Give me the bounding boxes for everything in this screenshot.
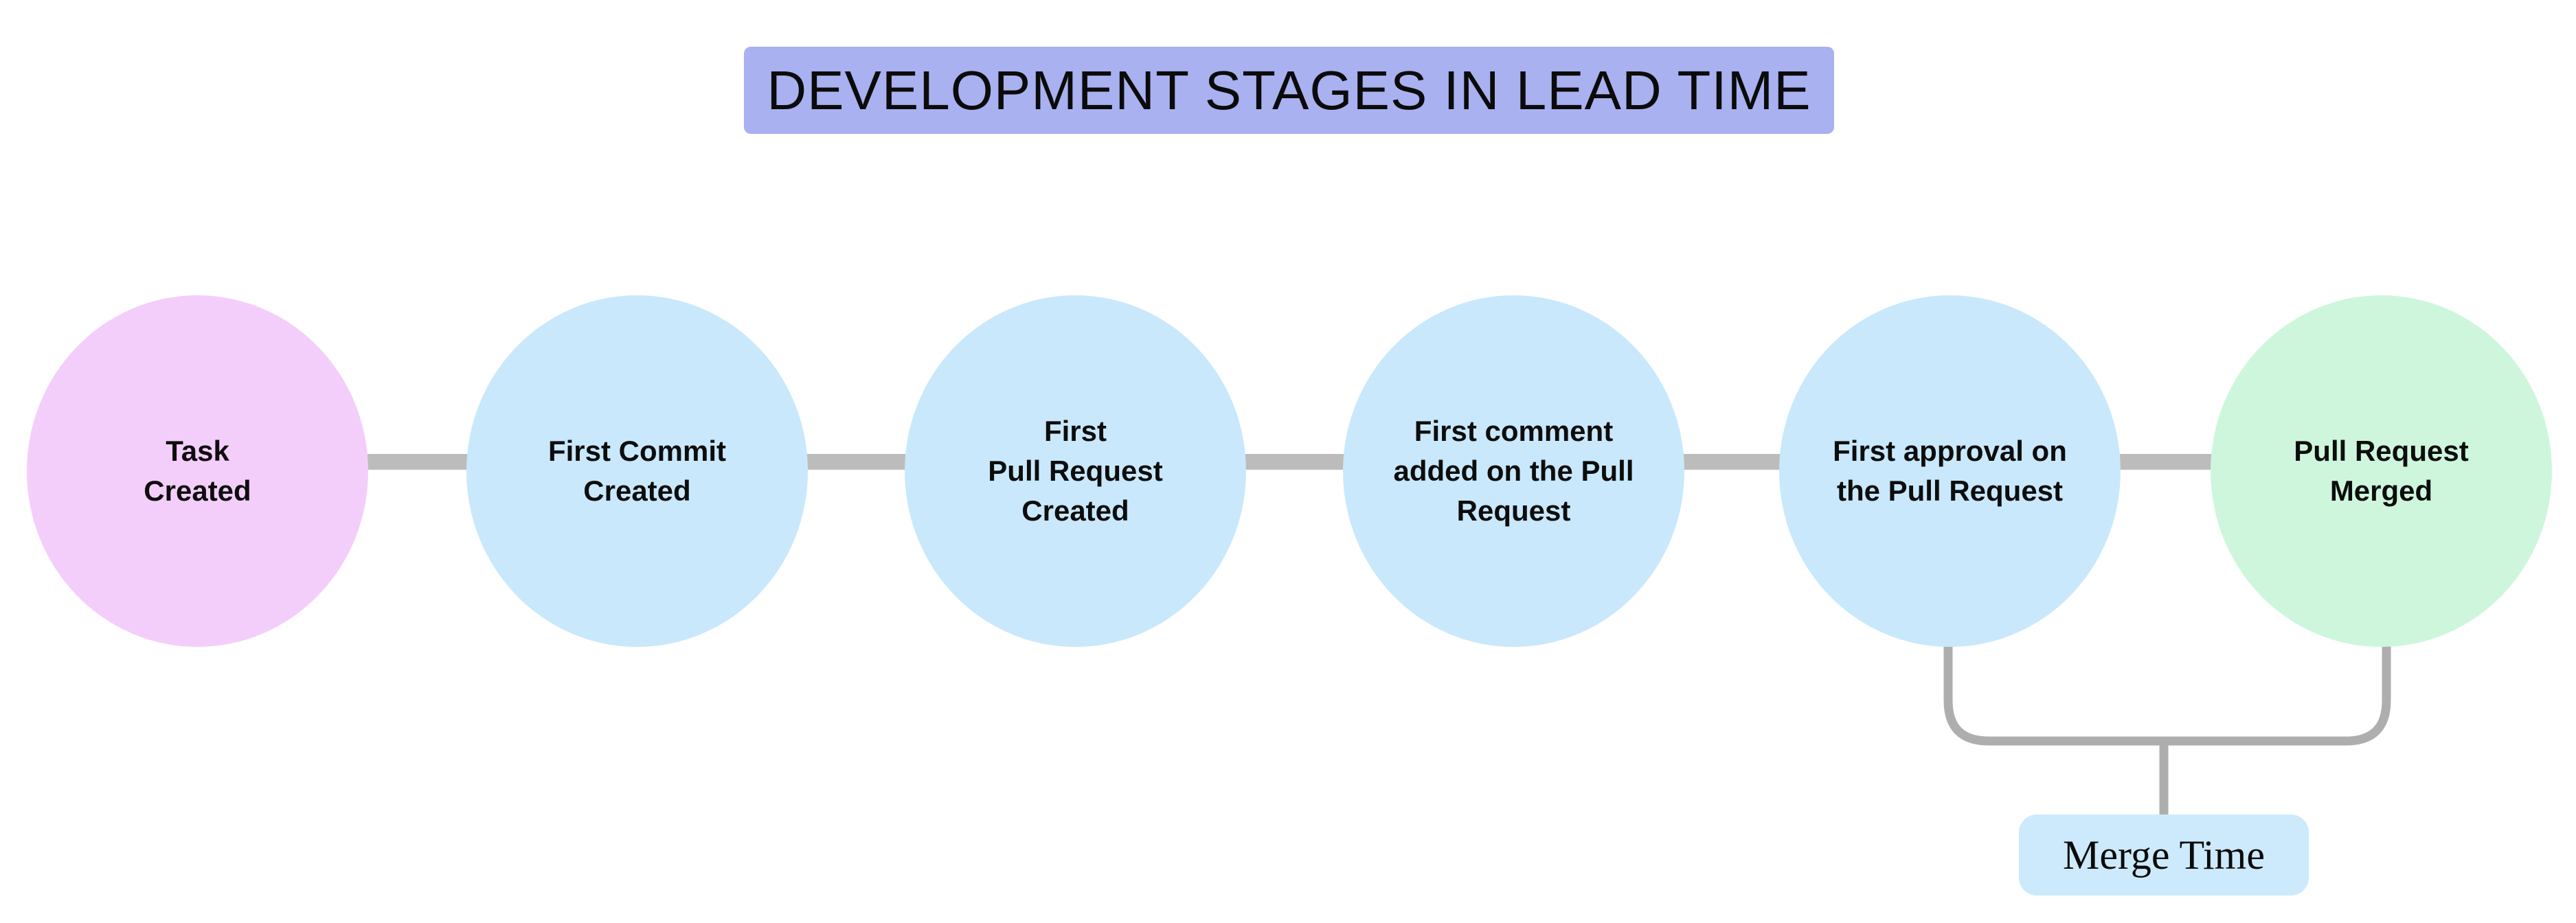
- stage-label: First Commit Created: [547, 435, 726, 507]
- stage-label: First Pull Request Created: [988, 415, 1163, 527]
- diagram-title: DEVELOPMENT STAGES IN LEAD TIME: [744, 47, 1834, 134]
- stage-circle-pull-request-merged: Pull Request Merged: [2211, 295, 2552, 647]
- merge-time-label-box: Merge Time: [2019, 814, 2309, 896]
- stage-circle-first-comment-added: First comment added on the Pull Request: [1343, 295, 1684, 647]
- stage-circle-task-created: Task Created: [27, 295, 368, 647]
- stage-label: First approval on the Pull Request: [1833, 435, 2067, 507]
- stage-circle-first-commit-created: First Commit Created: [466, 295, 808, 647]
- stage-circle-first-pull-request-created: First Pull Request Created: [905, 295, 1246, 647]
- merge-time-label: Merge Time: [2063, 832, 2265, 878]
- stage-label: Pull Request Merged: [2294, 435, 2469, 507]
- bracket-path: [1943, 622, 2391, 746]
- stage-label: Task Created: [144, 435, 251, 507]
- stage-circle-first-approval: First approval on the Pull Request: [1779, 295, 2121, 647]
- stage-label: First comment added on the Pull Request: [1393, 415, 1634, 527]
